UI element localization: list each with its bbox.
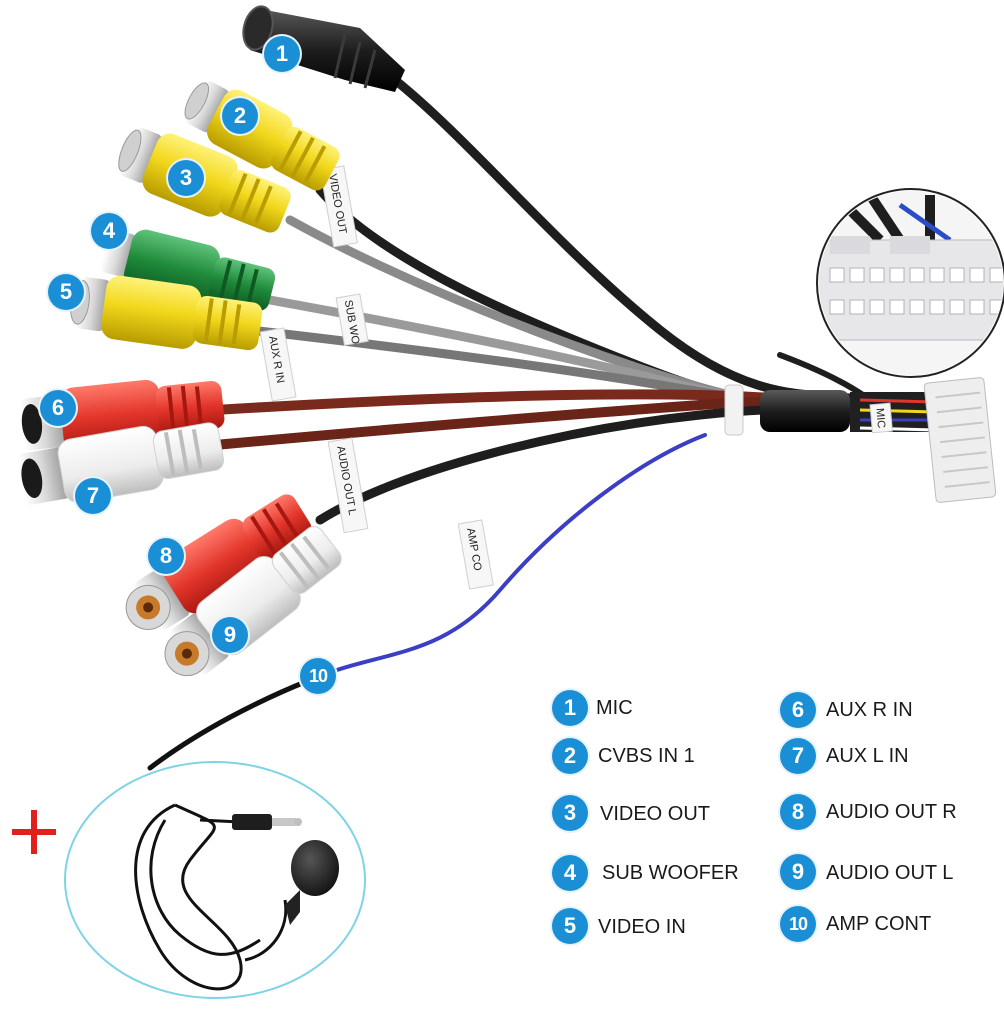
legend-badge-2: 2 [552,738,588,774]
legend-badge-9: 9 [780,854,816,890]
connector-4-green [100,229,276,311]
badge-7: 7 [75,478,111,514]
cable-tags: VIDEO OUT SUB WO AUX R IN AUDIO OUT L AM… [259,165,893,590]
legend-badge-7: 7 [780,738,816,774]
legend-label-8: AUDIO OUT R [826,801,957,823]
badge-1: 1 [264,36,300,72]
legend-badge-10: 10 [780,906,816,942]
video-out-cable [285,215,885,413]
badge-2: 2 [222,98,258,134]
legend-label-4: SUB WOOFER [602,862,739,884]
legend-label-5: VIDEO IN [598,916,686,938]
badge-8: 8 [148,538,184,574]
legend-badge-1: 1 [552,690,588,726]
harness-bundle [724,377,997,503]
legend-badge-5: 5 [552,908,588,944]
amp-cont-lead [147,677,313,771]
badge-10: 10 [300,658,336,694]
legend-badge-4: 4 [552,855,588,891]
legend-label-2: CVBS IN 1 [598,745,695,767]
legend-label-1: MIC [596,697,633,719]
badge-9: 9 [212,617,248,653]
badge-3: 3 [168,160,204,196]
legend-label-3: VIDEO OUT [600,803,711,825]
legend-badge-3: 3 [552,795,588,831]
badge-4: 4 [91,213,127,249]
legend-label-9: AUDIO OUT L [826,862,954,884]
plus-icon [12,810,56,854]
tag-mic: MIC [873,408,887,429]
legend-label-10: AMP CONT [826,913,932,935]
legend-label-7: AUX L IN [826,745,909,767]
badge-6: 6 [40,390,76,426]
connector-detail-icon [816,188,1004,378]
legend-badge-8: 8 [780,794,816,830]
microphone-accessory-icon [64,761,366,999]
legend-label-6: AUX R IN [826,699,913,721]
connector-5-yellow [70,275,263,351]
legend-badge-6: 6 [780,692,816,728]
cables [147,75,885,771]
amp-cont-wire [308,433,707,682]
badge-5: 5 [48,274,84,310]
connector-1-mic-jack [242,5,405,92]
